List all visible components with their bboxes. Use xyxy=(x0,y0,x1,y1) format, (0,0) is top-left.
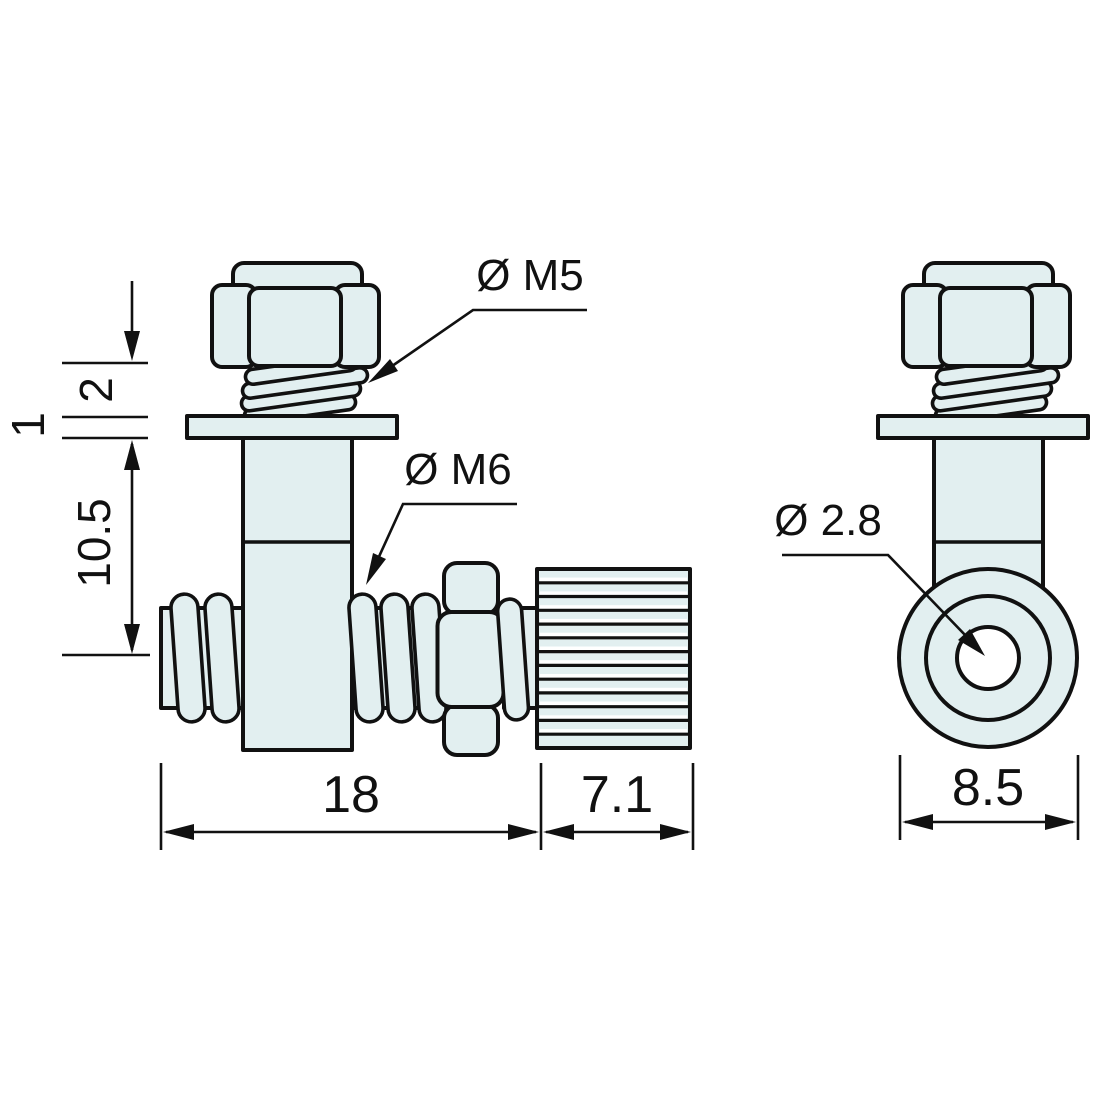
dim-shank-height: 10.5 xyxy=(68,498,120,588)
arrowhead-right xyxy=(508,824,539,840)
leader-arrowhead xyxy=(366,553,386,585)
dim-eye-diameter: 8.5 xyxy=(952,759,1024,817)
thread-band xyxy=(379,592,417,724)
label-top-thread: Ø M5 xyxy=(476,251,584,300)
annotations: 2 1 10.5 18 7.1 8.5 xyxy=(2,251,1080,850)
arrowhead-right xyxy=(1045,814,1076,830)
knurled-knob xyxy=(535,567,692,750)
thread-band xyxy=(169,592,207,724)
side-nut-facet-top xyxy=(442,561,500,616)
label-hole-diameter: Ø 2.8 xyxy=(774,496,882,545)
bottom-dimensions-side: 18 7.1 xyxy=(159,763,695,850)
leader-hole: Ø 2.8 xyxy=(774,496,985,656)
arrowhead-left xyxy=(902,814,933,830)
vertical-dimensions: 2 1 10.5 xyxy=(2,281,150,657)
arrowhead-down xyxy=(124,624,140,654)
arrowhead-left xyxy=(163,824,194,840)
leader-m5: Ø M5 xyxy=(368,251,587,383)
side-view xyxy=(159,261,692,757)
side-nut-facet-center xyxy=(435,610,506,709)
dim-top-thread-length: 2 xyxy=(70,377,122,403)
leader-arrowhead xyxy=(958,629,985,656)
knurl-texture xyxy=(539,577,688,736)
arrowhead-left xyxy=(543,824,574,840)
leader-m6: Ø M6 xyxy=(366,445,517,585)
body-shank xyxy=(241,435,354,752)
bottom-dimension-front: 8.5 xyxy=(898,755,1080,840)
thread-band xyxy=(347,592,385,724)
arrowhead-right xyxy=(660,824,691,840)
leader-line xyxy=(782,553,968,638)
side-nut-facet-bottom xyxy=(442,703,500,757)
dim-flange-thickness: 1 xyxy=(2,412,54,438)
label-side-thread: Ø M6 xyxy=(404,445,512,494)
arrowhead-down xyxy=(124,331,140,361)
arrowhead-up xyxy=(124,440,140,470)
dim-knurl-length: 7.1 xyxy=(581,766,653,824)
dim-body-length: 18 xyxy=(322,766,380,824)
top-assembly-side xyxy=(185,261,399,440)
top-assembly-front xyxy=(876,261,1090,440)
leader-arrowhead xyxy=(368,359,398,383)
leader-line xyxy=(370,502,517,573)
leader-line xyxy=(381,308,587,375)
front-view xyxy=(876,261,1090,749)
thread-band xyxy=(203,592,241,724)
thread-band xyxy=(495,597,531,722)
